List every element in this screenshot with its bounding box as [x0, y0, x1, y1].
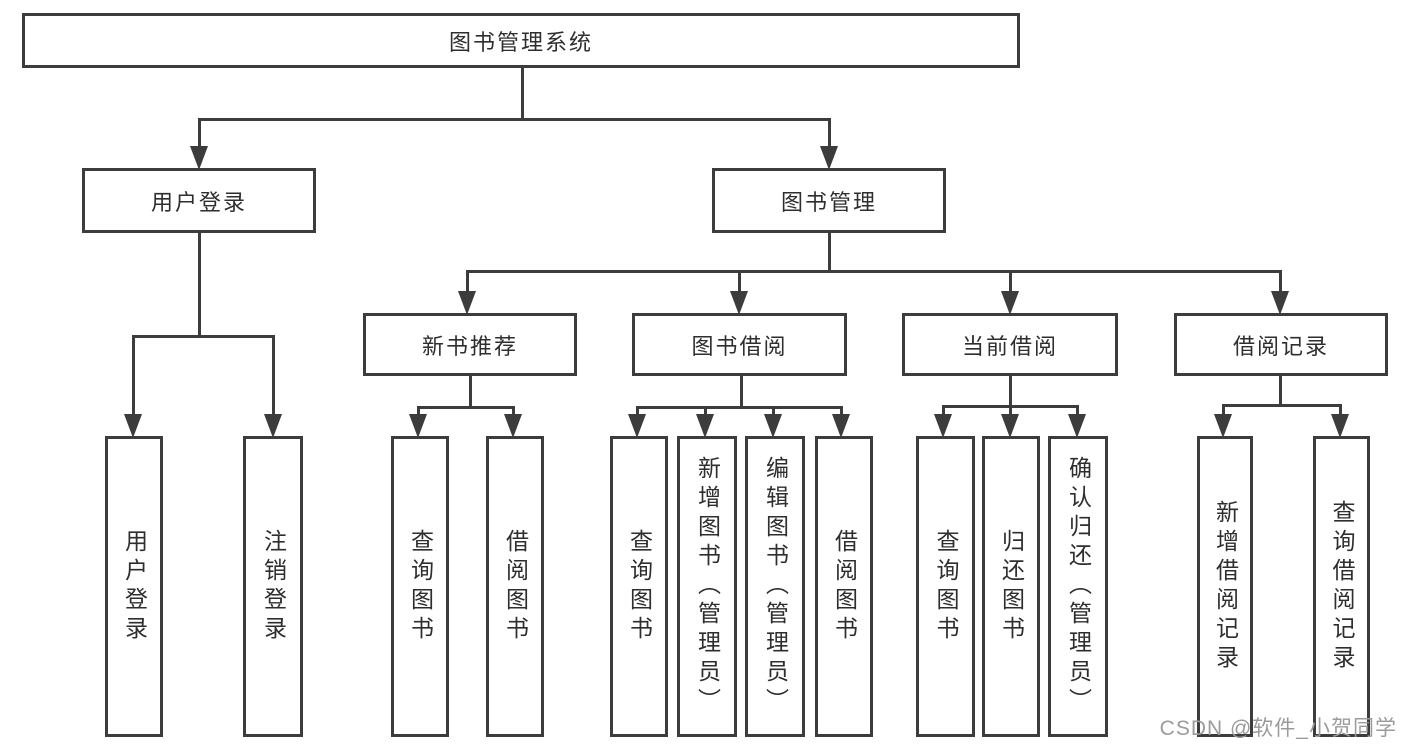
arrowhead-icon [832, 414, 850, 438]
leaf-edit-books-admin: 编辑图书（管理员） [745, 436, 805, 737]
leaf-query-books-3: 查询图书 [916, 436, 975, 737]
arrowhead-icon [190, 146, 208, 170]
connector-line [828, 118, 831, 150]
arrowhead-icon [764, 414, 782, 438]
connector-line [198, 118, 831, 121]
node-current-borrowing-label: 当前借阅 [961, 333, 1058, 359]
connector-line [1009, 270, 1012, 296]
connector-line [1222, 404, 1342, 407]
node-library-management-system: 图书管理系统 [22, 13, 1020, 68]
leaf-query-books-2-label: 查询图书 [626, 528, 653, 645]
leaf-confirm-return-admin-label: 确认归还（管理员） [1065, 456, 1092, 717]
arrowhead-icon [934, 414, 952, 438]
arrowhead-icon [1001, 291, 1019, 315]
leaf-return-books-label: 归还图书 [998, 528, 1025, 645]
node-borrowing-records: 借阅记录 [1174, 313, 1388, 376]
leaf-borrow-books-2-label: 借阅图书 [831, 528, 858, 645]
leaf-query-borrow-record: 查询借阅记录 [1313, 436, 1370, 737]
node-new-book-recommend-label: 新书推荐 [421, 333, 518, 359]
leaf-add-borrow-record-label: 新增借阅记录 [1212, 499, 1239, 674]
connector-line [1009, 405, 1012, 416]
leaf-query-books-3-label: 查询图书 [933, 528, 959, 645]
connector-line [521, 67, 524, 119]
connector-line [512, 406, 515, 417]
leaf-query-books-1-label: 查询图书 [407, 528, 434, 645]
node-library-management-system-label: 图书管理系统 [448, 29, 593, 55]
leaf-add-borrow-record: 新增借阅记录 [1197, 436, 1253, 737]
leaf-user-login-label: 用户登录 [121, 528, 148, 645]
leaf-return-books: 归还图书 [982, 436, 1040, 737]
arrowhead-icon [1214, 414, 1232, 438]
leaf-borrow-books-1-label: 借阅图书 [502, 528, 529, 645]
watermark: CSDN @软件_小贺同学 [1159, 717, 1397, 740]
leaf-query-borrow-record-label: 查询借阅记录 [1329, 499, 1355, 674]
arrowhead-icon [409, 414, 427, 438]
arrowhead-icon [458, 291, 476, 315]
connector-line [772, 406, 775, 417]
arrowhead-icon [124, 414, 142, 438]
node-book-management: 图书管理 [712, 168, 946, 233]
connector-line [1339, 404, 1342, 416]
connector-line [417, 406, 515, 409]
leaf-borrow-books-2: 借阅图书 [815, 436, 873, 737]
leaf-user-login: 用户登录 [105, 436, 163, 737]
arrowhead-icon [504, 414, 522, 438]
connector-line [132, 335, 275, 338]
node-user-login-label: 用户登录 [150, 189, 247, 215]
arrowhead-icon [730, 291, 748, 315]
connector-line [740, 376, 743, 408]
leaf-add-books-admin-label: 新增图书（管理员） [694, 456, 721, 717]
leaf-logout-label: 注销登录 [260, 528, 287, 645]
arrowhead-icon [820, 146, 838, 170]
node-book-borrowing-label: 图书借阅 [691, 333, 788, 359]
arrowhead-icon [1068, 414, 1086, 438]
leaf-edit-books-admin-label: 编辑图书（管理员） [762, 456, 789, 717]
leaf-query-books-1: 查询图书 [391, 436, 449, 737]
leaf-confirm-return-admin: 确认归还（管理员） [1048, 436, 1108, 737]
connector-line [738, 270, 741, 296]
connector-line [272, 335, 275, 417]
connector-line [466, 270, 1282, 273]
connector-line [636, 406, 639, 417]
node-book-management-label: 图书管理 [780, 189, 877, 215]
connector-line [1279, 270, 1282, 296]
node-new-book-recommend: 新书推荐 [363, 313, 577, 376]
arrowhead-icon [628, 414, 646, 438]
arrowhead-icon [264, 414, 282, 438]
connector-line [469, 376, 472, 408]
connector-line [1076, 405, 1079, 416]
connector-line [198, 118, 201, 150]
connector-line [1009, 376, 1012, 407]
connector-line [466, 270, 469, 296]
arrowhead-icon [1271, 291, 1289, 315]
connector-line [132, 335, 135, 417]
node-borrowing-records-label: 借阅记录 [1232, 333, 1329, 359]
connector-line [840, 406, 843, 417]
connector-line [828, 233, 831, 272]
node-user-login: 用户登录 [82, 168, 316, 233]
connector-line [1222, 404, 1225, 416]
node-book-borrowing: 图书借阅 [632, 313, 847, 376]
node-current-borrowing: 当前借阅 [902, 313, 1118, 376]
arrowhead-icon [1001, 414, 1019, 438]
connector-line [942, 405, 945, 416]
connector-line [636, 406, 843, 409]
leaf-add-books-admin: 新增图书（管理员） [677, 436, 737, 737]
leaf-logout: 注销登录 [243, 436, 303, 737]
arrowhead-icon [1331, 414, 1349, 438]
connector-line [417, 406, 420, 417]
connector-line [198, 233, 201, 337]
connector-line [704, 406, 707, 417]
arrowhead-icon [696, 414, 714, 438]
leaf-query-books-2: 查询图书 [610, 436, 668, 737]
connector-line [1279, 376, 1282, 406]
leaf-borrow-books-1: 借阅图书 [486, 436, 544, 737]
